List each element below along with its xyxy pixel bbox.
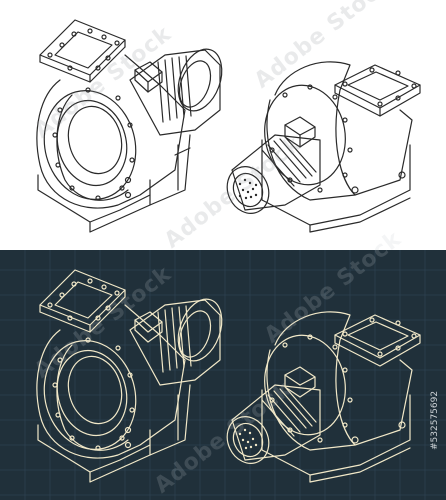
fan-left-isometric: [36, 19, 223, 233]
fan-right-isometric: [226, 61, 421, 233]
blueprint-grid: [0, 250, 446, 500]
stock-id-label: #532575692: [430, 390, 440, 450]
inlet-ring-left: [43, 90, 137, 200]
dark-blueprint-panel: Adobe Stock Adobe Stock Adobe Stock: [0, 226, 446, 500]
fan-right-blueprint: [226, 311, 421, 483]
motor-fan-cover-right: [226, 166, 270, 214]
motor-right: [226, 116, 321, 214]
base-frame-left: [37, 174, 151, 223]
light-blueprint-panel: Adobe Stock Adobe Stock Adobe Stock: [29, 0, 421, 254]
motor-left: [129, 48, 223, 136]
fan-left-blueprint: [36, 269, 223, 483]
volute-housing-left: [36, 54, 186, 209]
